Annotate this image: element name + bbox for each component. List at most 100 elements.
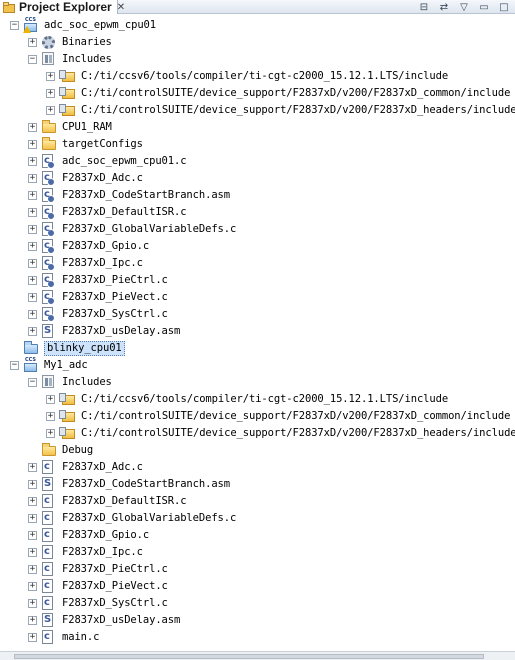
collapse-toggle-icon[interactable]: − <box>10 20 19 30</box>
link-editor-icon[interactable]: ⇄ <box>439 1 449 13</box>
source-file[interactable]: +F2837xD_CodeStartBranch.asm <box>0 476 515 493</box>
c-file-icon <box>42 154 55 169</box>
include-path[interactable]: + C:/ti/controlSUITE/device_support/F2837… <box>0 425 515 442</box>
expand-toggle-icon[interactable]: + <box>28 530 37 540</box>
source-file[interactable]: + F2837xD_SysCtrl.c <box>0 595 515 612</box>
expand-toggle-icon[interactable]: + <box>28 292 37 302</box>
source-file[interactable]: +F2837xD_SysCtrl.c <box>0 306 515 323</box>
source-file[interactable]: +F2837xD_Gpio.c <box>0 238 515 255</box>
expand-toggle-icon[interactable]: + <box>28 547 37 557</box>
expand-toggle-icon[interactable]: + <box>28 122 37 132</box>
source-file[interactable]: +main.c <box>0 629 515 646</box>
project-explorer-icon <box>3 1 15 13</box>
collapse-toggle-icon[interactable]: − <box>28 377 37 387</box>
expand-toggle-icon[interactable]: + <box>28 275 37 285</box>
include-folder-icon <box>59 70 75 82</box>
expand-toggle-icon[interactable]: + <box>28 241 37 251</box>
includes-node[interactable]: −Includes <box>0 374 515 391</box>
source-file[interactable]: + adc_soc_epwm_cpu01.c <box>0 153 515 170</box>
source-file[interactable]: +F2837xD_CodeStartBranch.asm <box>0 187 515 204</box>
view-menu-icon[interactable]: ▽ <box>460 1 468 13</box>
minimize-icon[interactable]: ▭ <box>479 1 489 13</box>
expand-toggle-icon[interactable]: + <box>46 411 55 421</box>
maximize-icon[interactable]: □ <box>499 1 509 13</box>
tree-item-label: F2837xD_PieCtrl.c <box>62 563 168 575</box>
project-blinky-cpu01[interactable]: blinky_cpu01 <box>0 340 515 357</box>
horizontal-scrollbar[interactable] <box>0 651 515 660</box>
tree-item-label: F2837xD_DefaultISR.c <box>62 495 187 507</box>
collapse-toggle-icon[interactable]: − <box>10 360 19 370</box>
binaries-node[interactable]: +Binaries <box>0 34 515 51</box>
tree-item-label: adc_soc_epwm_cpu01 <box>44 19 156 31</box>
source-file[interactable]: +F2837xD_Gpio.c <box>0 527 515 544</box>
source-file[interactable]: +F2837xD_Ipc.c <box>0 544 515 561</box>
source-file[interactable]: +F2837xD_Adc.c <box>0 459 515 476</box>
scrollbar-thumb[interactable] <box>14 654 484 659</box>
expand-toggle-icon[interactable]: + <box>28 309 37 319</box>
expand-toggle-icon[interactable]: + <box>28 173 37 183</box>
c-file-icon <box>42 273 55 288</box>
source-file[interactable]: + F2837xD_usDelay.asm <box>0 323 515 340</box>
folder-icon <box>42 137 56 150</box>
expand-toggle-icon[interactable]: + <box>28 258 37 268</box>
include-path[interactable]: +C:/ti/ccsv6/tools/compiler/ti-cgt-c2000… <box>0 391 515 408</box>
expand-toggle-icon[interactable]: + <box>28 479 37 489</box>
source-file[interactable]: +F2837xD_PieVect.c <box>0 289 515 306</box>
c-file-icon <box>42 171 55 186</box>
expand-toggle-icon[interactable]: + <box>28 190 37 200</box>
expand-toggle-icon[interactable]: + <box>28 462 37 472</box>
source-file[interactable]: + F2837xD_DefaultISR.c <box>0 493 515 510</box>
source-file[interactable]: + F2837xD_GlobalVariableDefs.c <box>0 221 515 238</box>
expand-toggle-icon[interactable]: + <box>46 394 55 404</box>
tree-item-label: F2837xD_usDelay.asm <box>62 325 181 337</box>
folder-cpu1-ram[interactable]: +CPU1_RAM <box>0 119 515 136</box>
source-file[interactable]: + F2837xD_PieCtrl.c <box>0 561 515 578</box>
expand-toggle-icon[interactable]: + <box>46 428 55 438</box>
source-file[interactable]: +F2837xD_DefaultISR.c <box>0 204 515 221</box>
expand-toggle-icon[interactable]: + <box>28 156 37 166</box>
expand-toggle-icon[interactable]: + <box>28 632 37 642</box>
close-icon[interactable]: ✕ <box>116 1 126 13</box>
include-path[interactable]: +C:/ti/controlSUITE/device_support/F2837… <box>0 85 515 102</box>
source-file[interactable]: +F2837xD_GlobalVariableDefs.c <box>0 510 515 527</box>
collapse-all-icon[interactable]: ⊟ <box>419 1 429 13</box>
expand-toggle-icon[interactable]: + <box>28 326 37 336</box>
collapse-toggle-icon[interactable]: − <box>28 54 37 64</box>
expand-toggle-icon[interactable]: + <box>28 513 37 523</box>
source-file[interactable]: +F2837xD_usDelay.asm <box>0 612 515 629</box>
tree-item-label: Includes <box>62 53 112 65</box>
include-path[interactable]: +C:/ti/controlSUITE/device_support/F2837… <box>0 408 515 425</box>
expand-toggle-icon[interactable]: + <box>28 207 37 217</box>
expand-toggle-icon[interactable]: + <box>28 598 37 608</box>
includes-node[interactable]: − Includes <box>0 51 515 68</box>
expand-toggle-icon[interactable]: + <box>46 88 55 98</box>
source-file[interactable]: + F2837xD_PieCtrl.c <box>0 272 515 289</box>
tree-item-label: adc_soc_epwm_cpu01.c <box>62 155 187 167</box>
project-explorer-tab[interactable]: Project Explorer ✕ <box>0 0 125 14</box>
expand-toggle-icon[interactable]: + <box>28 139 37 149</box>
c-file-icon <box>42 545 53 559</box>
tree-item-label: F2837xD_PieVect.c <box>62 580 168 592</box>
asm-file-icon <box>42 324 53 338</box>
expand-toggle-icon[interactable]: + <box>28 224 37 234</box>
tree-item-label: F2837xD_GlobalVariableDefs.c <box>62 223 237 235</box>
include-path[interactable]: +C:/ti/ccsv6/tools/compiler/ti-cgt-c2000… <box>0 68 515 85</box>
folder-debug[interactable]: Debug <box>0 442 515 459</box>
source-file[interactable]: +F2837xD_Adc.c <box>0 170 515 187</box>
expand-toggle-icon[interactable]: + <box>28 581 37 591</box>
expand-toggle-icon[interactable]: + <box>28 615 37 625</box>
expand-toggle-icon[interactable]: + <box>46 71 55 81</box>
expand-toggle-icon[interactable]: + <box>46 105 55 115</box>
tree-item-label: F2837xD_SysCtrl.c <box>62 597 168 609</box>
expand-toggle-icon[interactable]: + <box>28 564 37 574</box>
include-path[interactable]: +C:/ti/controlSUITE/device_support/F2837… <box>0 102 515 119</box>
source-file[interactable]: +F2837xD_Ipc.c <box>0 255 515 272</box>
expand-toggle-icon[interactable]: + <box>28 37 37 47</box>
tree-item-label: F2837xD_PieCtrl.c <box>62 274 168 286</box>
folder-targetconfigs[interactable]: +targetConfigs <box>0 136 515 153</box>
source-file[interactable]: + F2837xD_PieVect.c <box>0 578 515 595</box>
tree-item-label: C:/ti/controlSUITE/device_support/F2837x… <box>81 427 515 439</box>
expand-toggle-icon[interactable]: + <box>28 496 37 506</box>
